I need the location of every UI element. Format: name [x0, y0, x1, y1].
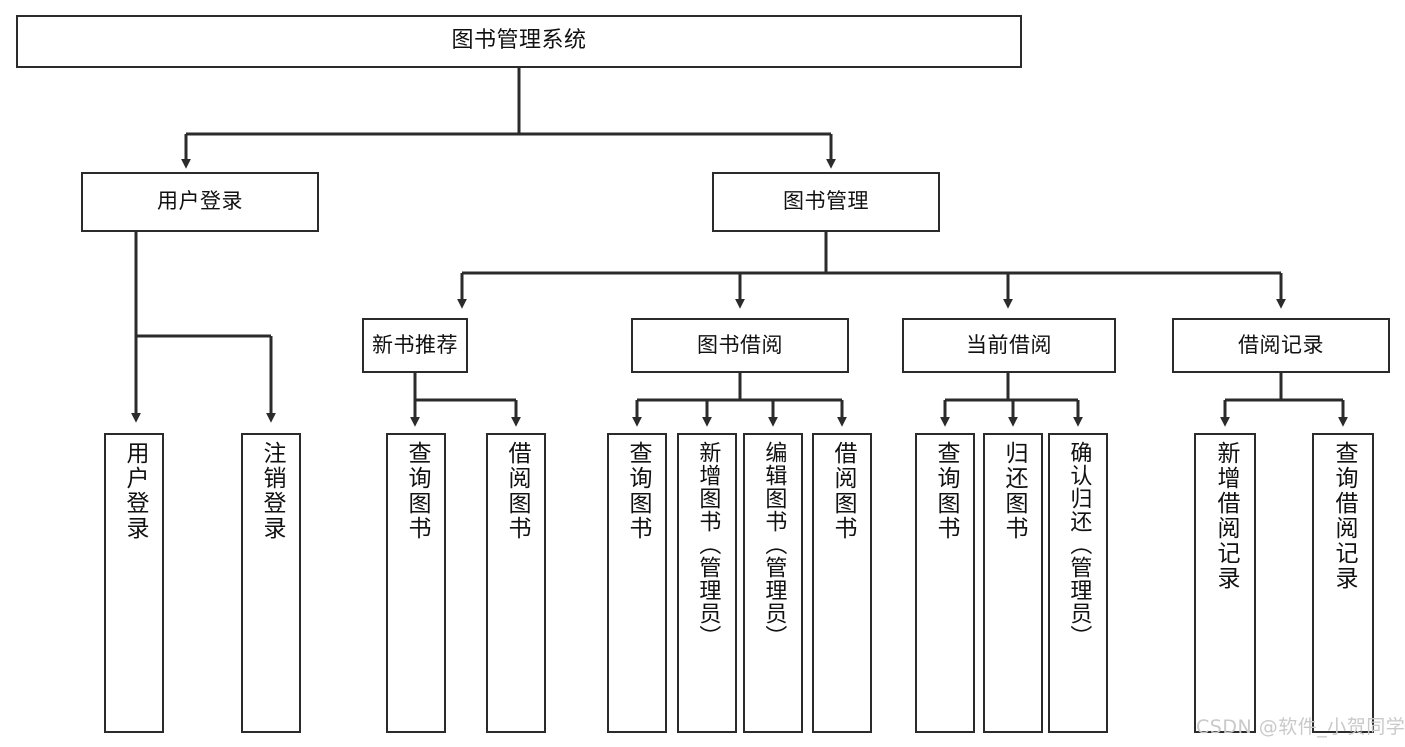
node-book-borrow[interactable]: 图书借阅 [631, 318, 849, 373]
leaf-label: 编辑图书（管理员） [761, 441, 787, 648]
leaf-query-book-borrow[interactable]: 查询图书 [607, 433, 667, 733]
csdn-watermark: CSDN @软件_小贺同学 [1196, 716, 1405, 738]
leaf-label: 用户登录 [121, 441, 148, 541]
leaf-label: 注销登录 [258, 441, 285, 541]
leaf-edit-book-admin[interactable]: 编辑图书（管理员） [743, 433, 803, 733]
node-current-borrow[interactable]: 当前借阅 [902, 318, 1116, 373]
leaf-borrow-book[interactable]: 借阅图书 [812, 433, 872, 733]
node-label: 新书推荐 [372, 332, 458, 357]
node-label: 图书借阅 [697, 332, 783, 357]
node-new-book-recommend[interactable]: 新书推荐 [362, 318, 468, 373]
leaf-label: 查询图书 [624, 441, 651, 541]
leaf-logout[interactable]: 注销登录 [241, 433, 301, 733]
node-label: 用户登录 [157, 189, 243, 214]
leaf-label: 借阅图书 [503, 441, 530, 541]
leaf-return-book[interactable]: 归还图书 [983, 433, 1043, 733]
leaf-query-borrow-record[interactable]: 查询借阅记录 [1312, 433, 1374, 733]
leaf-confirm-return-admin[interactable]: 确认归还（管理员） [1048, 433, 1108, 733]
leaf-label: 新增借阅记录 [1212, 441, 1239, 591]
leaf-label: 查询图书 [932, 441, 959, 541]
leaf-query-book-current[interactable]: 查询图书 [915, 433, 975, 733]
leaf-label: 确认归还（管理员） [1066, 441, 1092, 648]
node-label: 图书管理 [783, 189, 869, 214]
leaf-label: 借阅图书 [829, 441, 856, 541]
node-user-login[interactable]: 用户登录 [81, 172, 319, 232]
leaf-label: 查询借阅记录 [1330, 441, 1357, 591]
leaf-label: 归还图书 [1000, 441, 1027, 541]
node-root-system[interactable]: 图书管理系统 [16, 15, 1022, 68]
leaf-label: 新增图书（管理员） [695, 441, 721, 648]
leaf-add-book-admin[interactable]: 新增图书（管理员） [677, 433, 737, 733]
node-label: 图书管理系统 [451, 28, 587, 54]
leaf-label: 查询图书 [403, 441, 430, 541]
node-label: 当前借阅 [966, 332, 1052, 357]
node-label: 借阅记录 [1238, 332, 1324, 357]
leaf-borrow-book-recommend[interactable]: 借阅图书 [486, 433, 546, 733]
leaf-add-borrow-record[interactable]: 新增借阅记录 [1194, 433, 1256, 733]
node-borrow-record[interactable]: 借阅记录 [1172, 318, 1390, 373]
leaf-query-book-recommend[interactable]: 查询图书 [386, 433, 446, 733]
leaf-user-login[interactable]: 用户登录 [104, 433, 164, 733]
node-book-management[interactable]: 图书管理 [712, 172, 940, 232]
